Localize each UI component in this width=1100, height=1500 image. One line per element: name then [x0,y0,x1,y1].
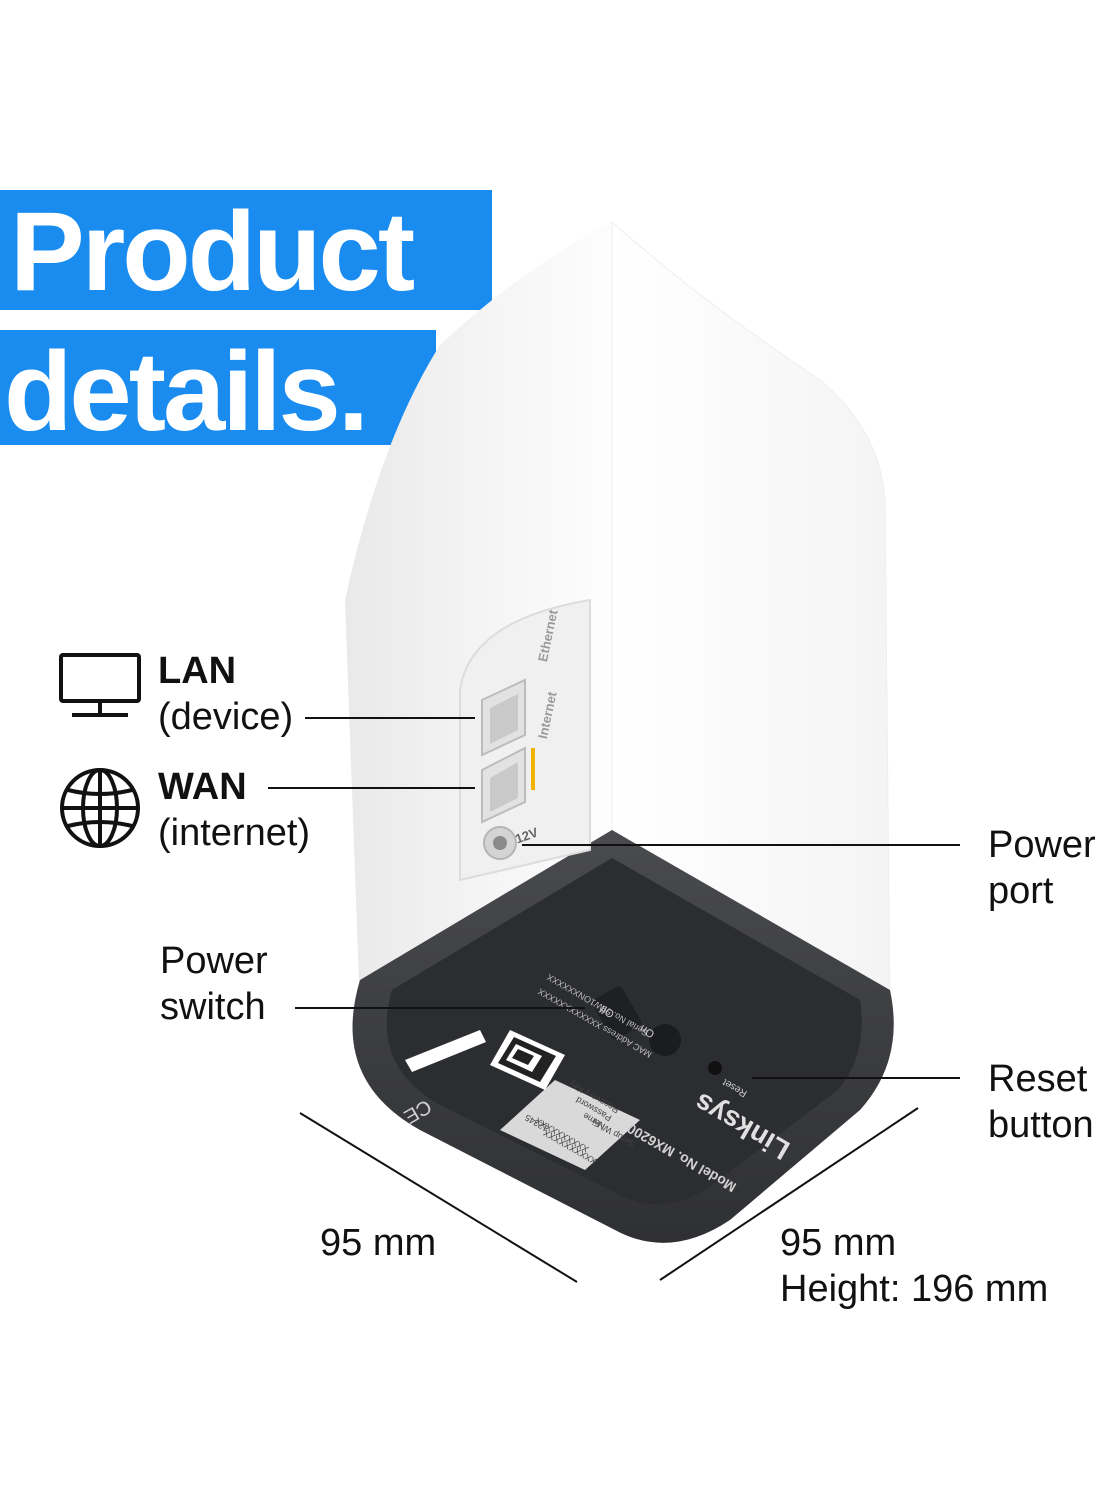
depth-dimension-label: 95 mm [320,1222,437,1264]
lan-label: LAN [158,650,237,692]
title-line-2: details. [0,330,436,448]
wan-leader-line [268,787,475,789]
reset-button-callout: Reset button [988,1056,1094,1148]
title-line-1: Product [0,190,492,310]
router-right-face [611,220,891,1011]
reset-hole [708,1061,722,1075]
power-switch-label-2: switch [160,986,266,1028]
power-port-label-2: port [988,870,1054,912]
power-switch [592,986,642,1040]
width-dimension-label: 95 mm [780,1222,897,1264]
reset-button-label-1: Reset [988,1058,1088,1100]
lan-leader-line [305,717,475,719]
power-switch-label-1: Power [160,940,268,982]
dimension-line-depth [299,1112,578,1283]
lan-port-inner [490,694,518,744]
power-port-callout: Power port [988,822,1096,914]
power-port-label-1: Power [988,824,1096,866]
lan-sublabel: (device) [158,696,294,738]
barcode [405,1030,486,1072]
dimension-line-width [659,1107,919,1281]
power-switch-knob [649,1024,681,1056]
wan-callout: WAN (internet) [158,764,310,856]
monitor-icon [59,653,141,717]
wan-port-inner [490,762,518,812]
power-switch-leader-line [295,1007,585,1009]
reset-button-label-2: button [988,1104,1094,1146]
qr-code [490,1030,565,1090]
wan-label: WAN [158,766,247,808]
height-dimension-label: Height: 196 mm [780,1268,1049,1310]
power-switch-callout: Power switch [160,938,268,1030]
setup-label-sticker [500,1080,640,1170]
reset-button-leader-line [752,1077,960,1079]
power-port-leader-line [522,844,960,846]
wan-sublabel: (internet) [158,812,311,854]
lan-callout: LAN (device) [158,648,293,740]
globe-icon [60,768,140,848]
power-jack-pin [493,836,507,850]
